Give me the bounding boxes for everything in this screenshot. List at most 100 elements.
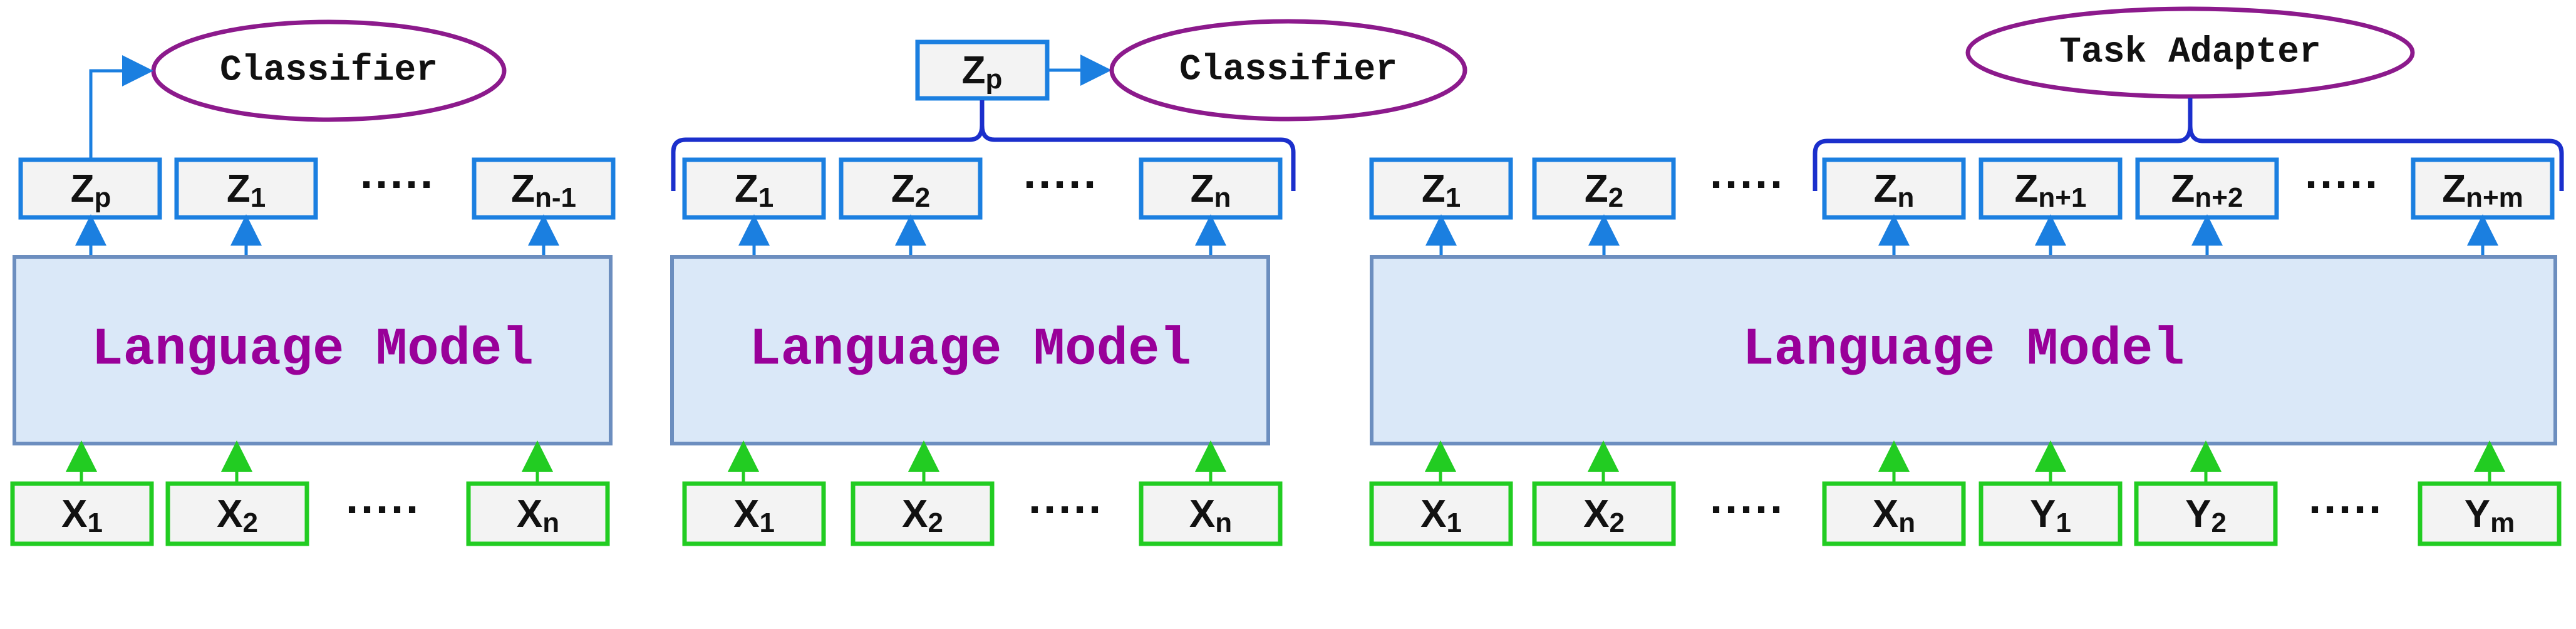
svg-text:Y2: Y2 xyxy=(2185,492,2227,538)
panel-2: Zp Classifier Z1 Z2 ····· Zn Language Mo… xyxy=(670,19,1467,546)
svg-text:Zn: Zn xyxy=(1874,167,1915,213)
input-token: X1 xyxy=(10,481,154,546)
input-token: X1 xyxy=(682,481,826,546)
token-main: X xyxy=(517,492,542,536)
svg-text:Zn: Zn xyxy=(1191,167,1231,213)
token-sub: 1 xyxy=(87,507,102,538)
token-main: Z xyxy=(227,167,251,211)
svg-text:Ym: Ym xyxy=(2465,492,2515,538)
token-sub: n-1 xyxy=(535,182,576,213)
svg-text:Z2: Z2 xyxy=(891,167,930,213)
token-sub: n xyxy=(1214,182,1231,213)
svg-text:X2: X2 xyxy=(902,492,943,538)
language-model-label: Language Model xyxy=(91,321,534,380)
svg-text:X2: X2 xyxy=(217,492,258,538)
token-sub: 1 xyxy=(251,182,266,213)
token-main: Z xyxy=(891,167,915,211)
panel-3: Task Adapter Z1 Z2 ····· Zn Zn+1 Zn+2 ··… xyxy=(1369,6,2564,546)
token-main: X xyxy=(902,492,928,536)
svg-text:X1: X1 xyxy=(61,492,103,538)
token-main: Y xyxy=(2465,492,2490,536)
output-token: Zp xyxy=(18,157,162,220)
token-sub: n xyxy=(542,507,559,538)
svg-text:Xn: Xn xyxy=(517,492,559,538)
token-main: X xyxy=(1420,492,1446,536)
token-sub: n xyxy=(1898,507,1915,538)
panel-1: Classifier Zp Z1 ····· Zn-1 Language Mod… xyxy=(10,19,616,546)
output-token: Zn+m xyxy=(2411,157,2555,220)
ellipsis-dots: ····· xyxy=(2305,160,2380,210)
token-main: Z xyxy=(2171,167,2195,211)
svg-text:Y1: Y1 xyxy=(2030,492,2071,538)
token-main: Z xyxy=(1585,167,1608,211)
input-token: Xn xyxy=(1139,481,1283,546)
ellipsis-dots: ····· xyxy=(1710,485,1785,535)
language-model-box xyxy=(1370,255,2557,445)
language-model-label: Language Model xyxy=(1742,321,2185,380)
svg-text:Xn: Xn xyxy=(1189,492,1232,538)
token-main: Z xyxy=(71,167,95,211)
task-adapter-head xyxy=(1965,6,2415,99)
token-main: Z xyxy=(2442,167,2466,211)
input-token: Y1 xyxy=(1979,481,2123,546)
input-token: X2 xyxy=(851,481,995,546)
input-token: Y2 xyxy=(2134,481,2278,546)
task-adapter-label: Task Adapter xyxy=(2059,33,2321,73)
language-model-box xyxy=(670,255,1270,445)
token-sub: 2 xyxy=(928,507,943,538)
token-sub: p xyxy=(985,64,1002,95)
token-main: X xyxy=(1189,492,1215,536)
token-sub: 1 xyxy=(759,507,774,538)
ellipsis-dots: ····· xyxy=(1023,160,1099,210)
svg-text:X1: X1 xyxy=(733,492,775,538)
svg-text:Zp: Zp xyxy=(962,49,1003,95)
output-token: Zn xyxy=(1822,157,1966,220)
classifier-label: Classifier xyxy=(220,51,438,91)
token-main: Z xyxy=(735,167,758,211)
output-token: Z1 xyxy=(682,157,826,220)
output-token: Z2 xyxy=(1532,157,1676,220)
token-sub: n xyxy=(1897,182,1914,213)
token-sub: n xyxy=(1215,507,1232,538)
token-sub: 2 xyxy=(1609,507,1624,538)
svg-text:X2: X2 xyxy=(1583,492,1625,538)
ellipsis-dots: ····· xyxy=(360,160,435,210)
token-sub: 2 xyxy=(2211,507,2226,538)
svg-text:Zn+1: Zn+1 xyxy=(2015,167,2087,213)
classifier-label: Classifier xyxy=(1179,50,1397,91)
svg-text:Z1: Z1 xyxy=(735,167,773,213)
input-token: X2 xyxy=(165,481,309,546)
token-main: Z xyxy=(1191,167,1214,211)
token-main: Z xyxy=(2015,167,2039,211)
token-main: Z xyxy=(511,167,535,211)
svg-text:Zn+2: Zn+2 xyxy=(2171,167,2243,213)
token-sub: m xyxy=(2490,507,2515,538)
token-sub: 1 xyxy=(758,182,773,213)
token-sub: n+1 xyxy=(2038,182,2086,213)
output-token: Zn-1 xyxy=(472,157,616,220)
token-main: X xyxy=(217,492,242,536)
svg-text:Zn-1: Zn-1 xyxy=(511,167,576,213)
ellipsis-dots: ····· xyxy=(2309,485,2384,535)
classifier-head xyxy=(1109,19,1467,122)
pooling-brace xyxy=(671,100,1296,191)
svg-text:Z2: Z2 xyxy=(1585,167,1623,213)
token-main: Z xyxy=(1422,167,1446,211)
output-token: Zn+1 xyxy=(1979,157,2123,220)
token-main: X xyxy=(61,492,87,536)
input-token: Xn xyxy=(1822,481,1966,546)
token-main: X xyxy=(733,492,759,536)
token-main: X xyxy=(1873,492,1898,536)
input-token: Ym xyxy=(2418,481,2562,546)
token-sub: n+2 xyxy=(2195,182,2243,213)
token-sub: n+m xyxy=(2466,182,2523,213)
svg-text:X1: X1 xyxy=(1420,492,1462,538)
token-sub: 1 xyxy=(1446,182,1461,213)
token-main: Z xyxy=(1874,167,1898,211)
token-sub: 2 xyxy=(242,507,257,538)
output-token: Z1 xyxy=(1369,157,1513,220)
token-sub: 2 xyxy=(1608,182,1623,213)
output-token: Zn+2 xyxy=(2135,157,2279,220)
ellipsis-dots: ····· xyxy=(346,485,421,535)
